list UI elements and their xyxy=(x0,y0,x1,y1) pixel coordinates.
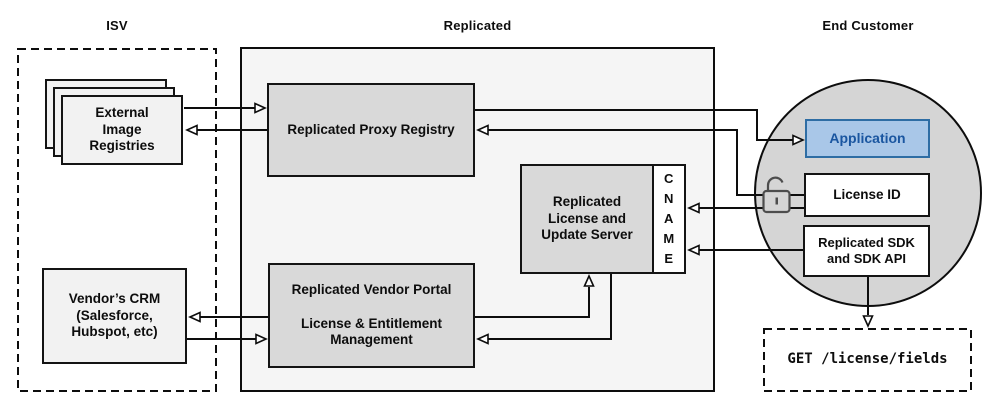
proxy-registry-node: Replicated Proxy Registry xyxy=(267,83,475,177)
license-id-node: License ID xyxy=(804,173,930,217)
vendor-portal-node: Replicated Vendor Portal License & Entit… xyxy=(268,263,475,368)
external-image-registries-node: External Image Registries xyxy=(61,95,183,165)
end-customer-section-title: End Customer xyxy=(822,17,914,33)
get-license-fields-node: GET /license/fields xyxy=(763,328,972,392)
isv-section-title: ISV xyxy=(106,17,128,33)
application-node: Application xyxy=(805,119,930,158)
replicated-section-title: Replicated xyxy=(443,17,512,33)
cname-node: C N A M E xyxy=(652,164,686,274)
vendor-crm-node: Vendor’s CRM (Salesforce, Hubspot, etc) xyxy=(42,268,187,364)
license-update-server-node: Replicated License and Update Server xyxy=(520,164,654,274)
replicated-sdk-node: Replicated SDK and SDK API xyxy=(803,225,930,277)
